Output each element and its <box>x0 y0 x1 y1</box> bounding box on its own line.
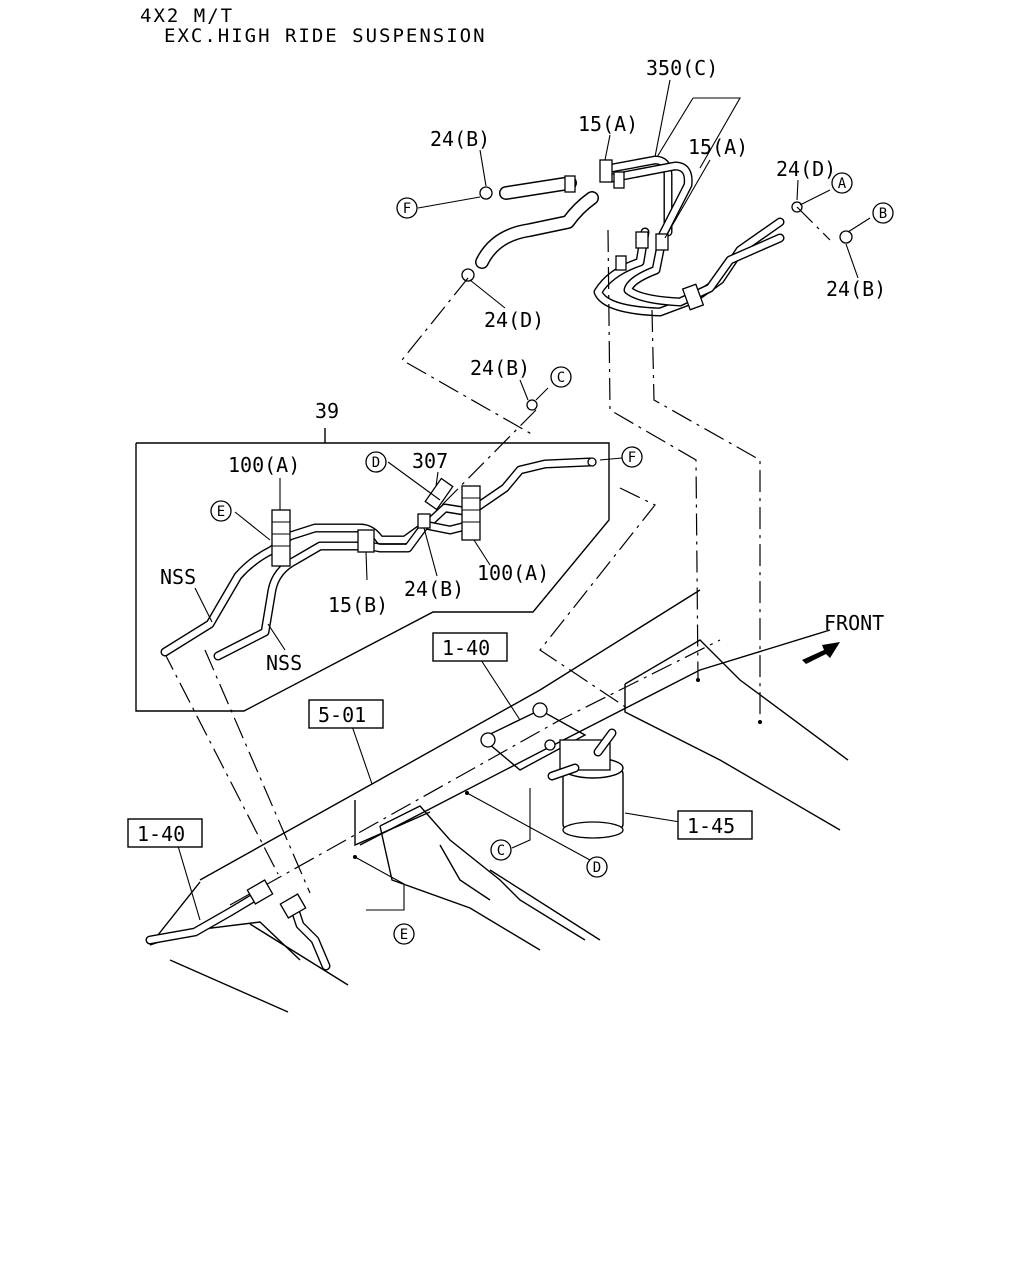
dash-dot-leaders <box>162 229 761 894</box>
ref-1-40-a: 1-40 <box>432 632 508 662</box>
label-24b-box: 24(B) <box>404 577 464 601</box>
ref-1-45: 1-45 <box>677 810 753 840</box>
svg-text:1-45: 1-45 <box>687 814 735 838</box>
svg-text:C: C <box>497 843 505 859</box>
callout-f-box: F <box>621 446 643 468</box>
label-nss-1: NSS <box>160 565 196 589</box>
callout-f-top: F <box>396 197 418 219</box>
label-15b: 15(B) <box>328 593 388 617</box>
svg-text:D: D <box>372 455 380 471</box>
label-24b-right: 24(B) <box>826 277 886 301</box>
svg-text:E: E <box>400 927 408 943</box>
ref-leaders <box>177 659 521 921</box>
top-leader-lines <box>417 134 871 401</box>
top-hose-assembly <box>461 79 853 411</box>
label-15a-1: 15(A) <box>578 112 638 136</box>
callout-d-box: D <box>365 451 387 473</box>
svg-text:1-40: 1-40 <box>137 822 185 846</box>
svg-text:5-01: 5-01 <box>318 703 366 727</box>
svg-text:E: E <box>217 504 225 520</box>
callout-e-box: E <box>210 500 232 522</box>
label-100a-right: 100(A) <box>477 561 549 585</box>
svg-text:1-40: 1-40 <box>442 636 490 660</box>
label-nss-2: NSS <box>266 651 302 675</box>
ref-1-40-b: 1-40 <box>127 818 203 848</box>
label-100a-left: 100(A) <box>228 453 300 477</box>
ref-5-01: 5-01 <box>308 699 384 729</box>
svg-text:D: D <box>593 860 601 876</box>
header-line2: EXC.HIGH RIDE SUSPENSION <box>164 25 487 47</box>
callout-c-mid: C <box>550 366 572 388</box>
svg-text:B: B <box>879 206 887 222</box>
chassis-frame <box>145 589 849 1013</box>
label-350c: 350(C) <box>646 56 718 80</box>
svg-text:C: C <box>557 370 565 386</box>
label-24d-mid: 24(D) <box>484 308 544 332</box>
header-line1: 4X2 M/T <box>140 5 234 27</box>
label-24d-right: 24(D) <box>776 157 836 181</box>
label-307: 307 <box>412 449 448 473</box>
label-24b-top: 24(B) <box>430 127 490 151</box>
callout-d-low: D <box>586 856 608 878</box>
label-front: FRONT <box>824 611 884 635</box>
part-labels: 350(C) 15(A) 15(A) 24(B) 24(D) 24(B) 24(… <box>160 56 886 675</box>
svg-text:A: A <box>838 176 847 192</box>
label-15a-2: 15(A) <box>688 135 748 159</box>
front-arrow-icon <box>802 642 840 664</box>
callout-b-top: B <box>872 202 894 224</box>
svg-text:F: F <box>403 201 411 217</box>
callout-c-low: C <box>490 839 512 861</box>
callout-e-low: E <box>393 923 415 945</box>
reference-boxes: 1-40 5-01 1-40 1-45 <box>127 632 753 848</box>
label-39: 39 <box>315 399 339 423</box>
fuel-filter <box>466 702 681 861</box>
svg-text:F: F <box>628 450 636 466</box>
callout-a-top: A <box>831 172 853 194</box>
assembly-39-box <box>135 428 623 712</box>
callout-circles: A B F C D F E C <box>210 172 894 945</box>
label-24b-mid: 24(B) <box>470 356 530 380</box>
